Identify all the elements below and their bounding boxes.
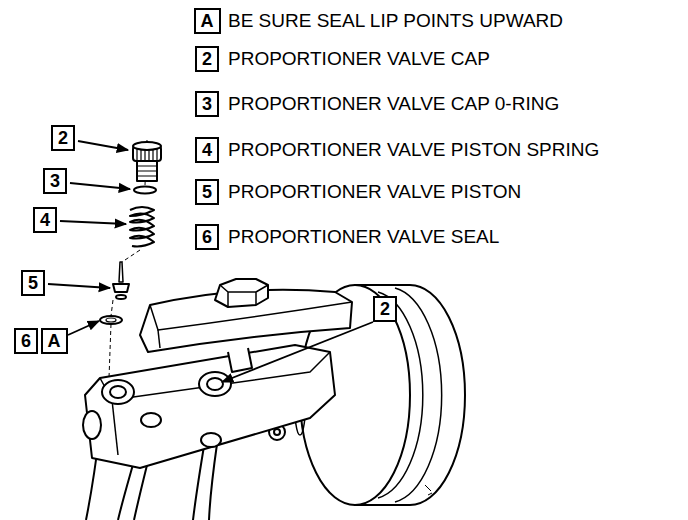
callout-number: 6 (202, 227, 212, 247)
callout-number: 2 (202, 49, 212, 69)
callout-number: A (48, 331, 61, 351)
exploded-parts (100, 140, 161, 378)
part-description: PROPORTIONER VALVE PISTON (228, 181, 521, 203)
callout-number: 3 (50, 171, 60, 191)
leader-lines (48, 141, 373, 382)
key-box: 2 (195, 46, 219, 72)
callout-number: 6 (21, 331, 31, 351)
callout-box: 6 (14, 328, 38, 354)
fluid-reservoir (140, 279, 352, 372)
key-box: 3 (195, 91, 219, 117)
key-box: 5 (195, 179, 219, 205)
callout-box: 5 (21, 270, 45, 296)
callout-box: 3 (43, 168, 67, 194)
callout-box: A (41, 328, 68, 354)
part-description: PROPORTIONER VALVE CAP 0-RING (228, 93, 559, 115)
part-description: BE SURE SEAL LIP POINTS UPWARD (228, 10, 563, 32)
key-box: 6 (195, 224, 219, 250)
part-description: PROPORTIONER VALVE SEAL (228, 226, 499, 248)
callout-number: 4 (202, 140, 212, 160)
callout-number: A (201, 11, 214, 31)
callout-number: 4 (40, 210, 50, 230)
callout-box: 4 (33, 207, 57, 233)
part-description: PROPORTIONER VALVE CAP (228, 48, 490, 70)
callout-number: 2 (380, 299, 390, 319)
callout-number: 2 (58, 128, 68, 148)
master-cylinder-body (83, 345, 335, 468)
part-description: PROPORTIONER VALVE PISTON SPRING (228, 139, 599, 161)
key-box: A (194, 8, 221, 34)
callout-number: 5 (202, 182, 212, 202)
callout-number: 5 (28, 273, 38, 293)
callout-box: 2 (51, 125, 75, 151)
callout-number: 3 (202, 94, 212, 114)
key-box: 4 (195, 137, 219, 163)
callout-box: 2 (373, 296, 397, 322)
